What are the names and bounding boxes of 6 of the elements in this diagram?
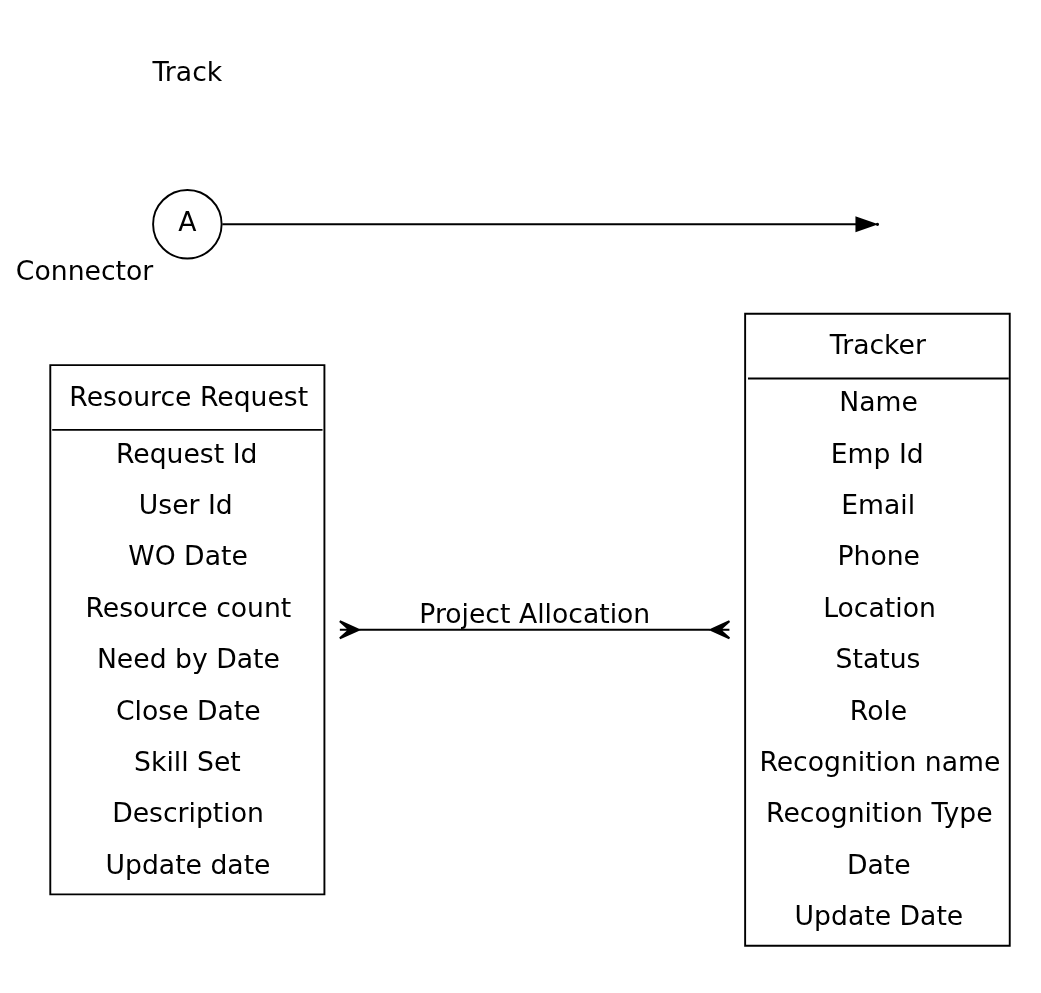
arrow (221, 216, 879, 233)
node-label: Connector (15, 254, 154, 286)
node-circle: A (152, 189, 223, 260)
connector (338, 620, 731, 640)
edge-label: Project Allocation (419, 597, 651, 629)
label: Track (152, 55, 223, 87)
